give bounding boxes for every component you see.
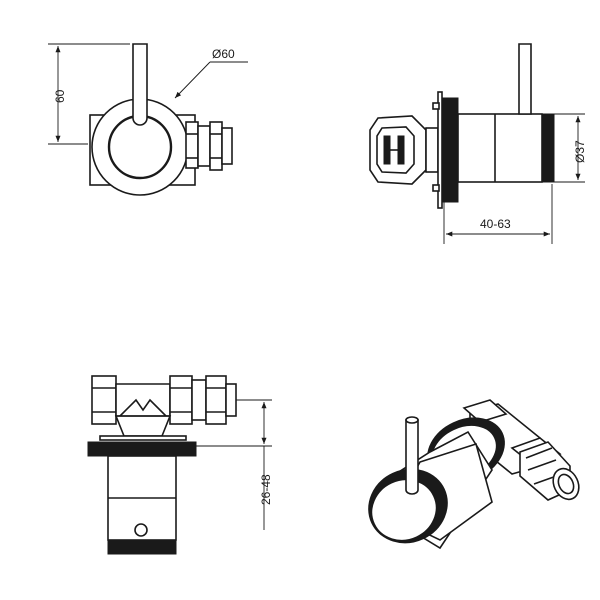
side-flange-tab-top [432, 102, 440, 110]
side-body [457, 113, 543, 183]
dim-diameter-side-label: Ø37 [573, 140, 587, 163]
bottom-lever-end [134, 523, 148, 537]
side-lever [518, 43, 532, 115]
front-lever [132, 43, 148, 126]
dim-depth-label: 40-63 [480, 217, 511, 231]
bottom-flange [87, 441, 197, 457]
bottom-valve-body [91, 375, 237, 437]
iso-lever [405, 419, 419, 495]
bottom-knurl [107, 539, 177, 555]
iso-handle-face [370, 478, 438, 542]
side-flange-tab-bottom [432, 184, 440, 192]
side-view: Ø37 40-63 [369, 43, 587, 244]
bottom-view: 26-48 [87, 375, 273, 555]
isometric-view [368, 399, 580, 550]
dim-diameter-front-label: Ø60 [212, 47, 235, 61]
front-view: 60 Ø60 [48, 43, 248, 196]
side-flange-edge [437, 91, 443, 209]
dim-height-label: 60 [53, 89, 67, 103]
dia60-leader [174, 61, 211, 99]
side-fitting [369, 115, 439, 185]
bottom-flange-top [99, 435, 187, 441]
front-fitting [185, 121, 233, 171]
side-knurl [541, 113, 555, 183]
iso-lever-tip [405, 416, 419, 424]
dim-wall-depth-label: 26-48 [259, 474, 273, 505]
